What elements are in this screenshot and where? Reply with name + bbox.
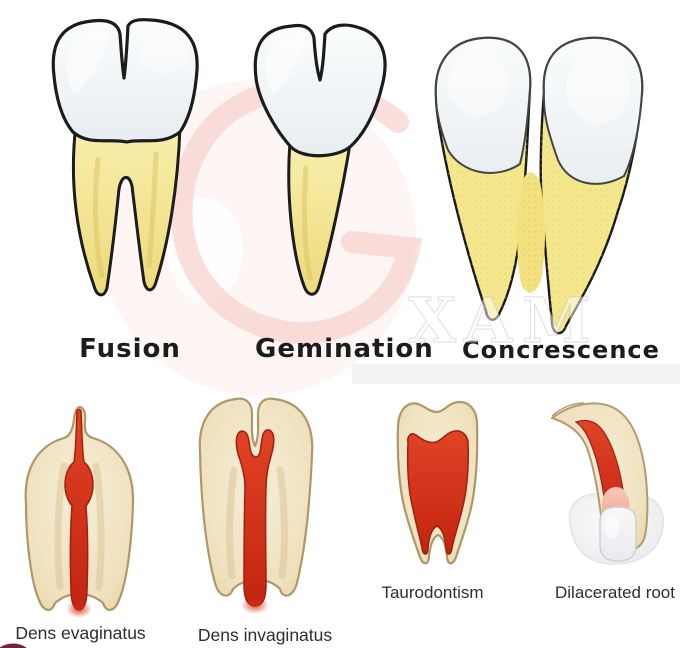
- dens-invaginatus-drawing: [198, 397, 314, 614]
- fusion-tooth-illustration: [46, 14, 212, 310]
- taurodontism-drawing: [396, 400, 479, 565]
- dens-invaginatus-illustration: [192, 390, 320, 618]
- dilacerated-root-illustration: [546, 398, 672, 570]
- concrescence-label: Concrescence: [462, 336, 660, 364]
- taurodontism-illustration: [388, 396, 488, 576]
- dens-evaginatus-illustration: [18, 404, 142, 620]
- background-band: [352, 364, 680, 384]
- concrescence-teeth-illustration: [426, 26, 666, 356]
- taurodontism-label: Taurodontism: [381, 583, 484, 602]
- gemination-tooth-illustration: [246, 18, 396, 304]
- gemination-label: Gemination: [255, 334, 434, 364]
- dens-evaginatus-drawing: [24, 405, 135, 618]
- dilacerated-root-drawing: [551, 402, 664, 565]
- dilacerated-root-label: Dilacerated root: [554, 583, 675, 602]
- dens-invaginatus-label: Dens invaginatus: [197, 625, 333, 645]
- fusion-tooth-drawing: [51, 18, 199, 297]
- fusion-label: Fusion: [79, 334, 181, 364]
- gemination-tooth-drawing: [253, 23, 387, 296]
- dens-evaginatus-label: Dens evaginatus: [15, 623, 146, 643]
- concrescence-teeth-drawing: [434, 36, 644, 335]
